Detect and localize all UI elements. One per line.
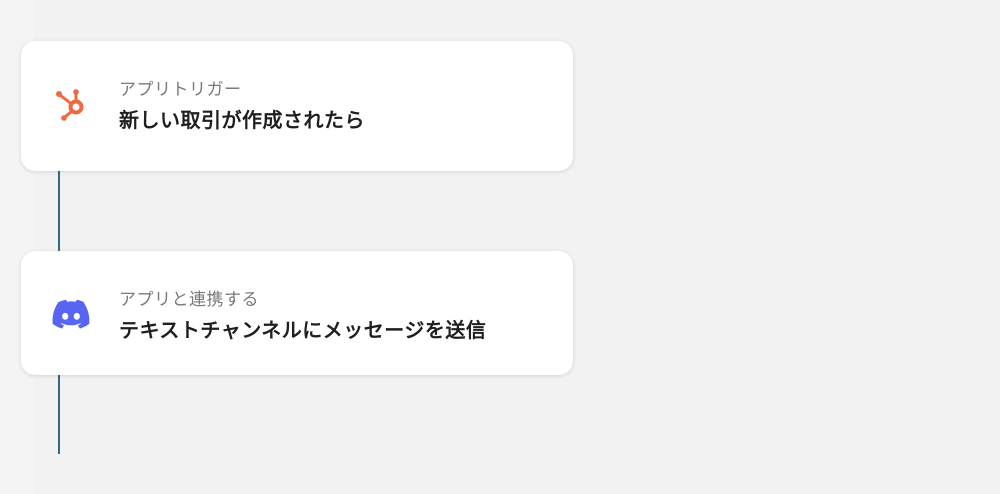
flow-connector [58,170,60,252]
flow-connector [58,374,60,454]
discord-icon [49,291,93,335]
flow-step-trigger-card[interactable]: アプリトリガー 新しい取引が作成されたら [21,41,573,171]
step-kind-label: アプリトリガー [119,80,242,100]
step-title: テキストチャンネルにメッセージを送信 [119,318,487,342]
step-title: 新しい取引が作成されたら [119,108,365,132]
flow-step-action-card[interactable]: アプリと連携する テキストチャンネルにメッセージを送信 [21,251,573,375]
step-kind-label: アプリと連携する [119,290,259,310]
hubspot-icon [49,81,93,125]
